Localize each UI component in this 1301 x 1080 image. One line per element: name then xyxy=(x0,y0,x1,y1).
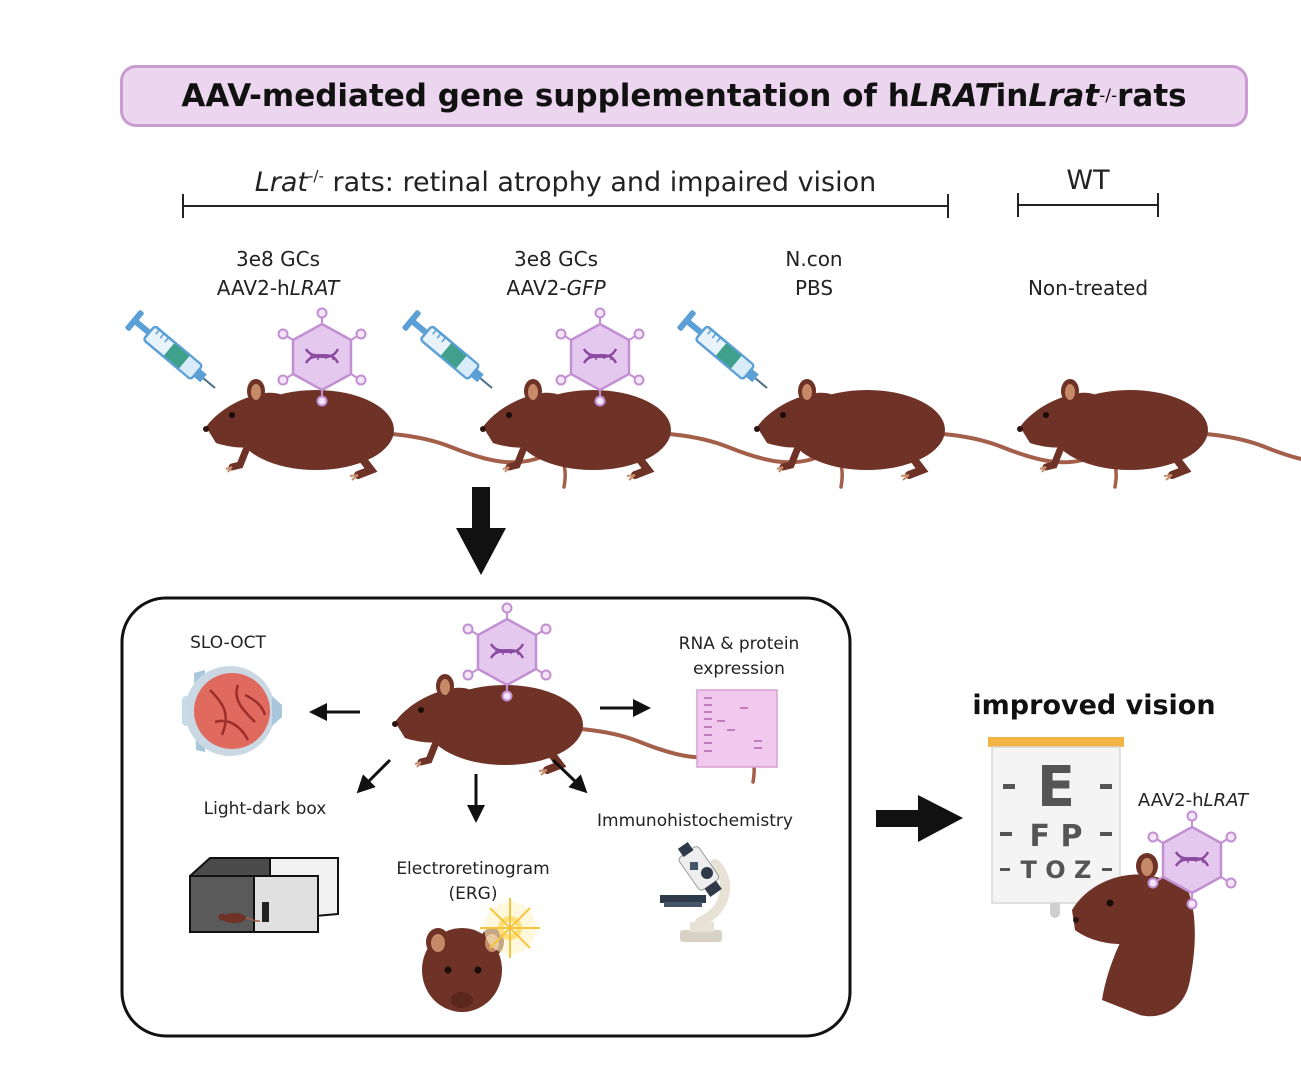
light-dark-box-icon xyxy=(189,857,339,934)
eye-chart-row-3: T O Z xyxy=(1021,856,1092,884)
flash-icon xyxy=(480,898,540,958)
assay-label-rna-protein: RNA & protein expression xyxy=(678,634,800,679)
right-arrow-icon xyxy=(876,795,963,842)
ko-group-header: Lrat-/- rats: retinal atrophy and impair… xyxy=(254,167,877,198)
down-arrow-icon xyxy=(456,487,506,575)
assay-label-slo-oct: SLO-OCT xyxy=(190,633,266,653)
wt-bracket xyxy=(1017,193,1159,217)
gel-blot-icon xyxy=(696,689,778,768)
treatment-label-gfp: 3e8 GCs AAV2-GFP xyxy=(506,247,606,300)
syringe-icon xyxy=(400,308,501,399)
aav-virus-icon xyxy=(462,602,552,702)
assay-label-ihc: Immunohistochemistry xyxy=(597,811,793,831)
arrow-to-light-dark xyxy=(356,758,392,794)
eye-chart-row-1: E xyxy=(1037,755,1075,820)
microscope-icon xyxy=(660,841,731,942)
wt-group-header: WT xyxy=(1066,165,1110,196)
eye-chart-icon: E F P T O Z xyxy=(988,737,1124,918)
outcome-rat-icon xyxy=(1072,853,1195,1017)
eye-chart-row-2: F P xyxy=(1030,819,1083,854)
treatment-label-lrat: 3e8 GCs AAV2-hLRAT xyxy=(216,247,340,300)
assay-label-erg: Electroretinogram (ERG) xyxy=(396,859,550,904)
assay-label-light-dark: Light-dark box xyxy=(203,799,327,819)
eye-icon xyxy=(182,666,282,756)
rat-icon xyxy=(1017,379,1301,487)
assay-panel xyxy=(120,596,852,1038)
aav-virus-icon xyxy=(277,307,367,407)
treatment-label-pbs: N.con PBS xyxy=(785,247,843,300)
syringe-icon xyxy=(675,308,776,399)
aav-virus-icon xyxy=(555,307,645,407)
outcome-vector-label: AAV2-hLRAT xyxy=(1137,790,1249,811)
outcome-headline: improved vision xyxy=(972,690,1216,721)
syringe-icon xyxy=(123,308,224,399)
arrow-to-ihc xyxy=(551,758,588,794)
treatment-label-wt: Non-treated xyxy=(1027,276,1149,300)
ko-bracket xyxy=(182,194,949,218)
